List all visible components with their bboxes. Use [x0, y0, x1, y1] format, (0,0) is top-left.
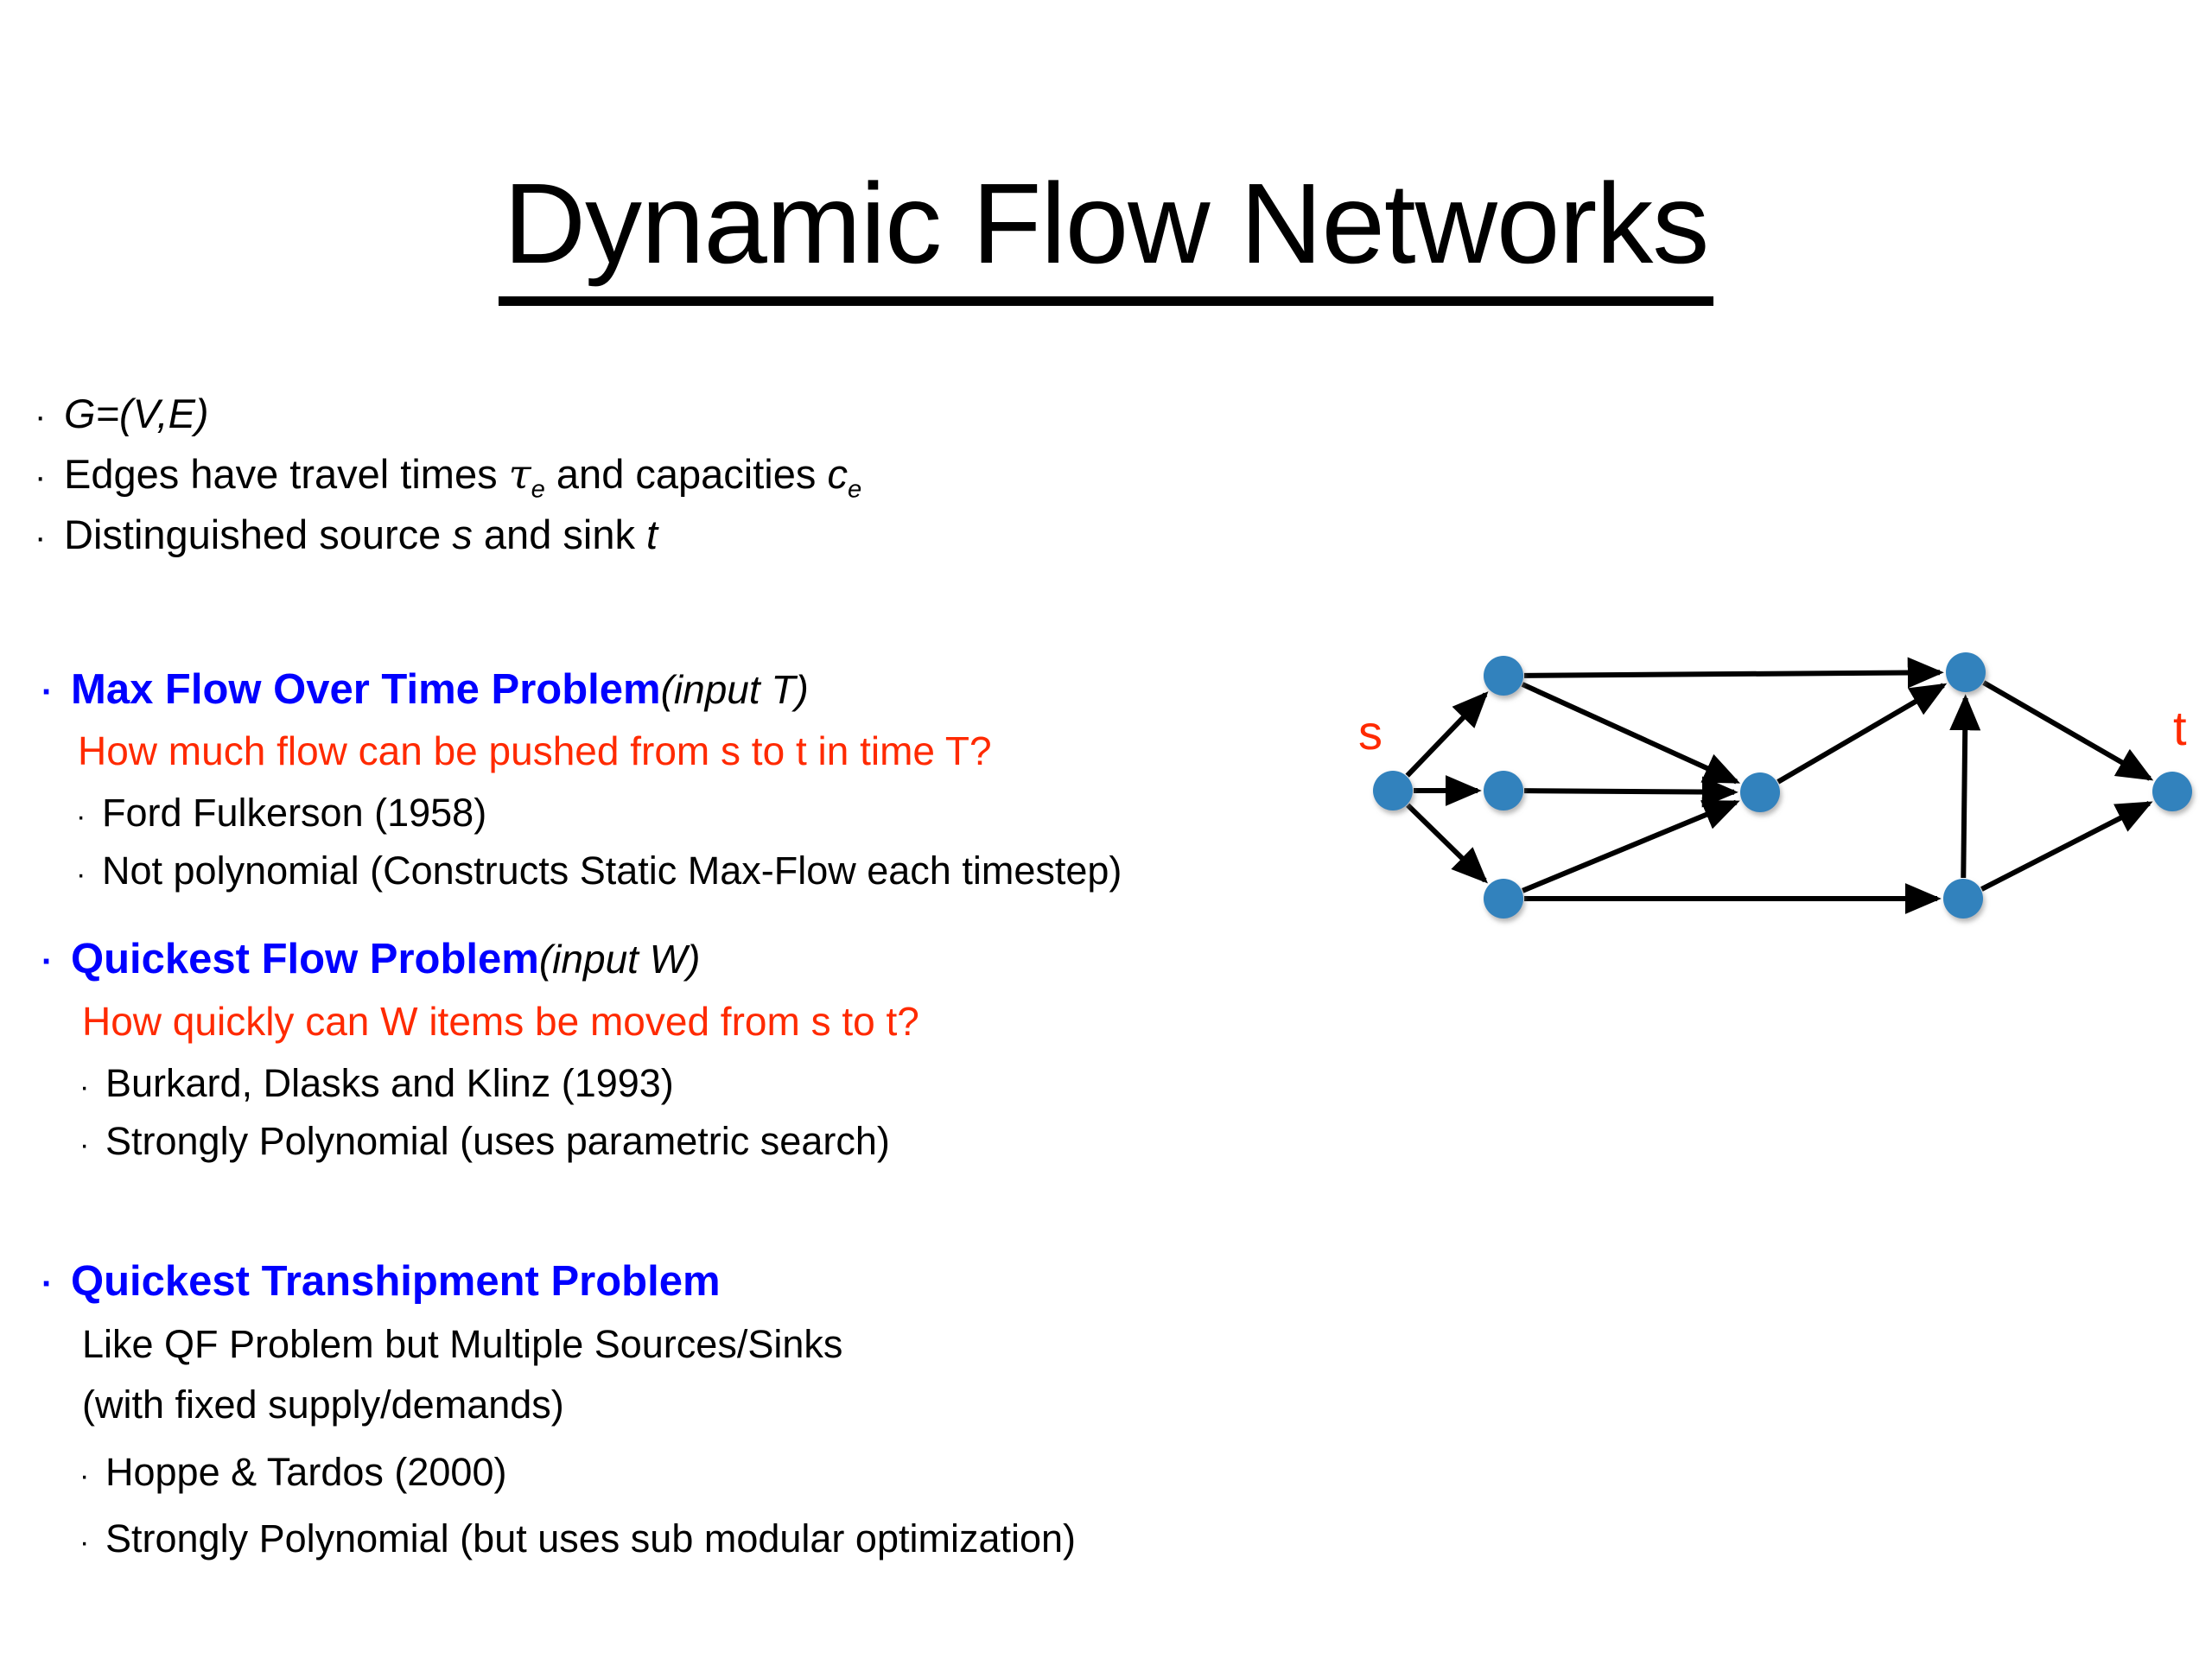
section-2-detail-1: · Strongly Polynomial (but uses sub modul… — [79, 1516, 1076, 1561]
section-2-detail-0: · Hoppe & Tardos (2000) — [79, 1450, 506, 1495]
bullet-icon: · — [79, 1526, 90, 1559]
section-2-plain-1: (with fixed supply/demands) — [82, 1382, 564, 1427]
bullet-icon: · — [35, 397, 47, 435]
graph-edge-v5-to-t — [1982, 680, 2154, 781]
page-title: Dynamic Flow Networks — [498, 163, 1714, 306]
bullet-icon: · — [41, 1265, 54, 1303]
graph-node-top-left[interactable] — [1484, 656, 1523, 696]
graph-edge-v4-to-v5 — [1777, 683, 1948, 785]
graph-node-bottom-left[interactable] — [1484, 879, 1523, 918]
section-1-detail-1: · Strongly Polynomial (uses parametric se… — [79, 1119, 890, 1164]
bullet-icon: · — [79, 1128, 90, 1161]
section-2-heading-text: Quickest Transhipment Problem — [71, 1258, 721, 1305]
intro-ss-pre: Distinguished source — [64, 512, 453, 557]
section-1-detail-0: · Burkard, Dlasks and Klinz (1993) — [79, 1061, 674, 1106]
graph-edge-v1-to-v4 — [1521, 682, 1741, 785]
section-1-heading-text: Quickest Flow Problem — [71, 936, 539, 982]
graph-node-bottom-right[interactable] — [1943, 879, 1983, 918]
tau-symbol: τ — [508, 451, 531, 499]
graph-edge-s-to-v3 — [1406, 803, 1488, 884]
section-0-detail-1-text: Not polynomial (Constructs Static Max-Fl… — [102, 849, 1122, 893]
intro-edges-mid: and capacities — [544, 451, 828, 497]
section-0-detail-1: · Not polynomial (Constructs Static Max-F… — [76, 849, 1122, 893]
title-block: Dynamic Flow Networks — [0, 163, 2212, 306]
c-symbol: c — [827, 451, 848, 497]
c-subscript: e — [847, 475, 862, 504]
graph-node-source[interactable] — [1373, 771, 1413, 810]
section-1-detail-1-text: Strongly Polynomial (uses parametric sea… — [105, 1119, 890, 1163]
graph-edge-v2-to-v4 — [1523, 776, 1738, 808]
bullet-icon: · — [76, 800, 86, 833]
intro-bullet-source-sink: · Distinguished source s and sink t — [35, 514, 658, 555]
t-symbol: t — [646, 512, 658, 557]
graph-edge-v6-to-v5 — [1949, 694, 1981, 879]
section-heading-quickest-transhipment[interactable]: · Quickest Transhipment Problem — [41, 1257, 721, 1306]
section-heading-max-flow[interactable]: · Max Flow Over Time Problem(input T) — [41, 665, 809, 714]
graph-edge-v3-to-v4 — [1522, 799, 1740, 893]
graph-node-sink[interactable] — [2152, 772, 2192, 811]
intro-bullet-graph: · G=(V,E) — [35, 393, 209, 434]
graph-sink-label: t — [2173, 701, 2187, 755]
bullet-icon: · — [79, 1071, 90, 1103]
section-1-detail-0-text: Burkard, Dlasks and Klinz (1993) — [105, 1061, 674, 1105]
section-0-detail-0: · Ford Fulkerson (1958) — [76, 791, 486, 836]
intro-ss-mid: and sink — [472, 512, 647, 557]
intro-bullet-edges: ·Edges have travel times τe and capaciti… — [35, 454, 861, 503]
section-2-detail-1-text: Strongly Polynomial (but uses sub modula… — [105, 1516, 1077, 1560]
graph-node-layer — [1373, 652, 2192, 918]
section-0-heading-text: Max Flow Over Time Problem — [71, 666, 661, 713]
tau-subscript: e — [531, 475, 545, 504]
graph-node-center[interactable] — [1740, 772, 1780, 812]
section-2-detail-0-text: Hoppe & Tardos (2000) — [105, 1450, 507, 1494]
bullet-icon: · — [41, 673, 54, 711]
graph-edge-v1-to-v5 — [1523, 657, 1944, 689]
bullet-icon: · — [41, 943, 54, 981]
section-heading-quickest-flow[interactable]: · Quickest Flow Problem(input W) — [41, 935, 700, 983]
section-1-question: How quickly can W items be moved from s … — [82, 999, 919, 1044]
graph-node-top-right[interactable] — [1946, 652, 1986, 692]
flow-network-svg — [1373, 652, 2192, 918]
bullet-icon: · — [35, 518, 47, 556]
graph-edge-layer — [1405, 657, 2154, 914]
graph-edge-s-to-v1 — [1405, 691, 1489, 778]
section-0-detail-0-text: Ford Fulkerson (1958) — [102, 791, 487, 835]
bullet-icon: · — [76, 858, 86, 891]
graph-edge-v6-to-t — [1980, 801, 2153, 892]
graph-source-label: s — [1358, 705, 1382, 760]
graph-node-middle-left[interactable] — [1484, 771, 1523, 810]
section-0-heading-paren: (input T) — [660, 667, 809, 712]
bullet-icon: · — [35, 458, 47, 496]
bullet-icon: · — [79, 1459, 90, 1492]
section-1-heading-paren: (input W) — [538, 937, 701, 982]
intro-edges-pre: Edges have travel times — [64, 451, 509, 497]
section-0-question: How much flow can be pushed from s to t … — [78, 728, 992, 773]
section-2-plain-0: Like QF Problem but Multiple Sources/Sin… — [82, 1322, 843, 1366]
flow-network-diagram: s t — [1348, 622, 2212, 985]
intro-bullet-graph-text: G=(V,E) — [64, 391, 209, 436]
s-symbol: s — [452, 512, 473, 557]
